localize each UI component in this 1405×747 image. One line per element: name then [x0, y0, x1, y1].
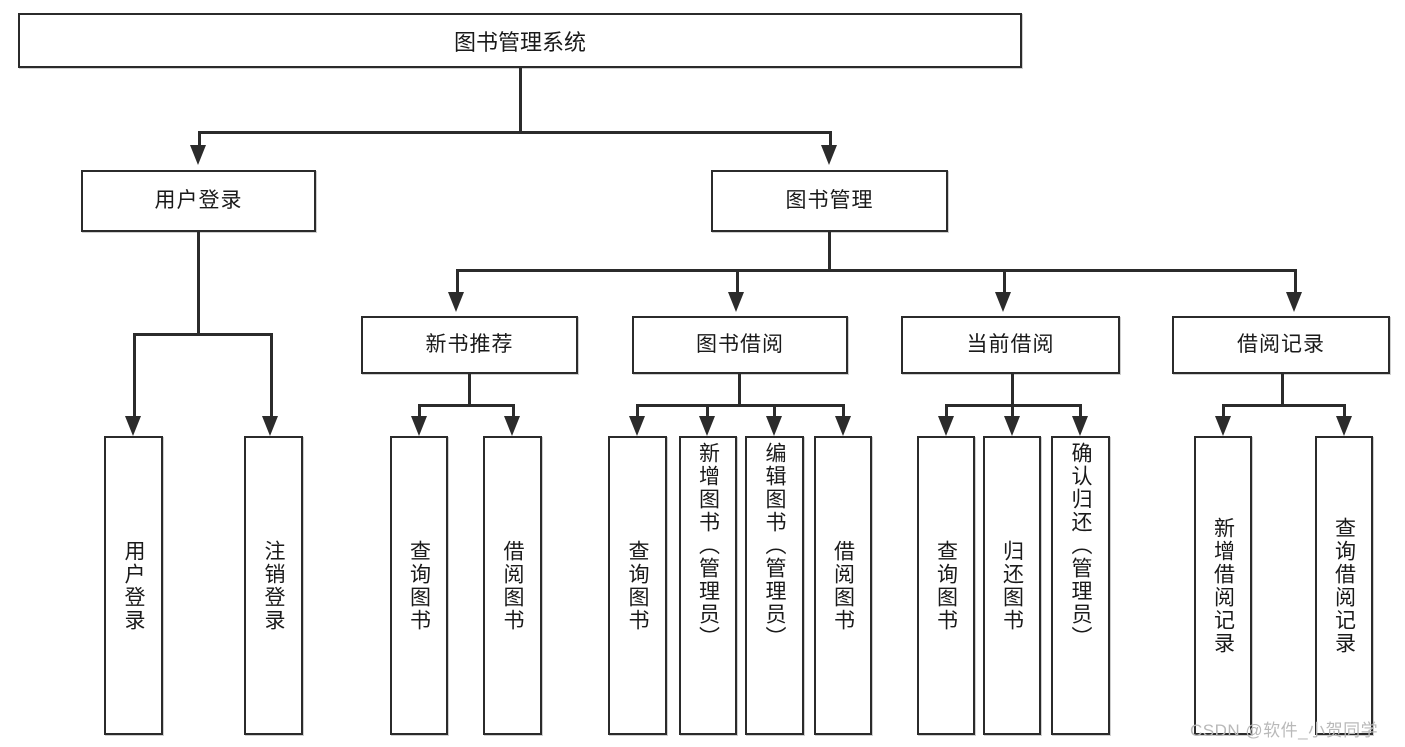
arrow-book-borrow-to-leaf-1 — [629, 416, 645, 436]
connector-borrow-record-to-leaf-2 — [1343, 404, 1346, 416]
csdn-watermark: CSDN @软件_小贺同学 — [1190, 721, 1379, 740]
leaf-book-borrow-add[interactable]: 新增图书（管理员） — [679, 436, 737, 735]
connector-user-login-stem — [197, 232, 200, 335]
connector-borrow-record-to-leaf-1 — [1222, 404, 1225, 416]
node-current-borrow[interactable]: 当前借阅 — [901, 316, 1120, 374]
connector-user-login-to-leaf-1 — [133, 333, 136, 416]
connector-book-borrow-to-leaf-3 — [773, 404, 776, 416]
leaf-new-book-query[interactable]: 查询图书 — [390, 436, 448, 735]
arrow-book-mgmt-to-record — [1286, 292, 1302, 312]
node-book-management[interactable]: 图书管理 — [711, 170, 948, 232]
connector-book-borrow-to-leaf-2 — [706, 404, 709, 416]
connector-current-borrow-bus — [946, 404, 1082, 407]
arrow-current-borrow-to-leaf-2 — [1004, 416, 1020, 436]
arrow-book-borrow-to-leaf-3 — [766, 416, 782, 436]
node-root-system[interactable]: 图书管理系统 — [18, 13, 1022, 68]
connector-root-to-user-login — [198, 131, 201, 145]
node-new-book-recommend[interactable]: 新书推荐 — [361, 316, 578, 374]
connector-root-bus — [198, 131, 831, 134]
leaf-book-borrow-borrow[interactable]: 借阅图书 — [814, 436, 872, 735]
connector-book-borrow-to-leaf-4 — [842, 404, 845, 416]
connector-book-borrow-to-leaf-1 — [636, 404, 639, 416]
connector-new-book-stem — [468, 374, 471, 406]
arrow-user-login-to-leaf-1 — [125, 416, 141, 436]
node-borrow-record[interactable]: 借阅记录 — [1172, 316, 1390, 374]
connector-user-login-to-leaf-2 — [270, 333, 273, 416]
arrow-current-borrow-to-leaf-3 — [1072, 416, 1088, 436]
connector-borrow-record-bus — [1223, 404, 1346, 407]
arrow-borrow-record-to-leaf-1 — [1215, 416, 1231, 436]
arrow-new-book-to-leaf-2 — [504, 416, 520, 436]
leaf-user-login-login[interactable]: 用户登录 — [104, 436, 163, 735]
arrow-book-mgmt-to-current — [995, 292, 1011, 312]
connector-current-borrow-to-leaf-2 — [1011, 404, 1014, 416]
node-user-login[interactable]: 用户登录 — [81, 170, 316, 232]
connector-book-borrow-stem — [738, 374, 741, 406]
connector-user-login-bus — [133, 333, 273, 336]
leaf-book-borrow-edit[interactable]: 编辑图书（管理员） — [745, 436, 804, 735]
leaf-current-borrow-confirm-return[interactable]: 确认归还（管理员） — [1051, 436, 1110, 735]
connector-book-mgmt-to-new-book — [456, 269, 459, 294]
leaf-borrow-record-query[interactable]: 查询借阅记录 — [1315, 436, 1373, 735]
connector-root-stem — [519, 68, 522, 133]
arrow-user-login-to-leaf-2 — [262, 416, 278, 436]
connector-borrow-record-stem — [1281, 374, 1284, 406]
arrow-root-to-book-mgmt — [821, 145, 837, 165]
arrow-book-mgmt-to-new-book — [448, 292, 464, 312]
arrow-book-borrow-to-leaf-2 — [699, 416, 715, 436]
connector-new-book-to-leaf-2 — [512, 404, 515, 416]
connector-book-mgmt-to-current — [1003, 269, 1006, 294]
connector-book-borrow-bus — [637, 404, 844, 407]
connector-book-mgmt-to-record — [1294, 269, 1297, 294]
connector-new-book-to-leaf-1 — [418, 404, 421, 416]
leaf-new-book-borrow[interactable]: 借阅图书 — [483, 436, 542, 735]
arrow-book-borrow-to-leaf-4 — [835, 416, 851, 436]
leaf-current-borrow-query[interactable]: 查询图书 — [917, 436, 975, 735]
connector-book-mgmt-bus — [456, 269, 1297, 272]
connector-new-book-bus — [419, 404, 515, 407]
connector-current-borrow-stem — [1011, 374, 1014, 406]
connector-current-borrow-to-leaf-3 — [1079, 404, 1082, 416]
node-book-borrow[interactable]: 图书借阅 — [632, 316, 848, 374]
leaf-book-borrow-query[interactable]: 查询图书 — [608, 436, 667, 735]
arrow-new-book-to-leaf-1 — [411, 416, 427, 436]
leaf-borrow-record-add[interactable]: 新增借阅记录 — [1194, 436, 1252, 735]
connector-current-borrow-to-leaf-1 — [945, 404, 948, 416]
arrow-current-borrow-to-leaf-1 — [938, 416, 954, 436]
connector-root-to-book-mgmt — [829, 131, 832, 145]
connector-book-mgmt-stem — [828, 232, 831, 272]
leaf-user-login-logout[interactable]: 注销登录 — [244, 436, 303, 735]
arrow-borrow-record-to-leaf-2 — [1336, 416, 1352, 436]
connector-book-mgmt-to-borrow — [736, 269, 739, 294]
leaf-current-borrow-return[interactable]: 归还图书 — [983, 436, 1041, 735]
arrow-book-mgmt-to-borrow — [728, 292, 744, 312]
arrow-root-to-user-login — [190, 145, 206, 165]
